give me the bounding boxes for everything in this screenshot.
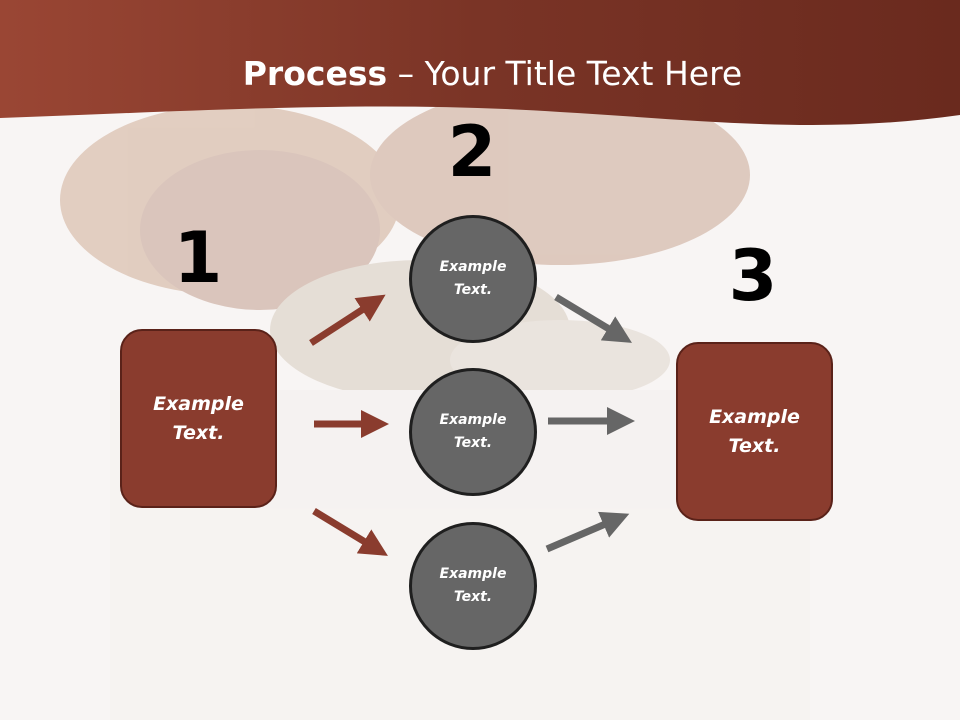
step-1-text: Example Text. [153, 392, 244, 444]
step-3-box: Example Text. [676, 342, 833, 521]
step-1-box: Example Text. [120, 329, 277, 508]
title-bold: Process [242, 54, 388, 93]
step-3-text: Example Text. [709, 405, 800, 457]
step-number-3: 3 [728, 235, 778, 317]
arrow-to-bottom-circle [312, 508, 388, 556]
slide-title: Process – Your Title Text Here [0, 52, 960, 96]
title-rest: – Your Title Text Here [387, 54, 743, 93]
circle-bottom-text: Example Text. [439, 566, 507, 605]
circle-middle-text: Example Text. [439, 412, 507, 451]
header-band [0, 0, 960, 125]
circle-middle: Example Text. [409, 368, 537, 496]
arrow-bottom-circle-to-step-3 [545, 511, 630, 553]
circle-top-text: Example Text. [439, 259, 507, 298]
arrow-to-top-circle [309, 294, 386, 346]
step-number-1: 1 [173, 217, 223, 299]
step-number-2: 2 [447, 111, 497, 193]
circle-top: Example Text. [409, 215, 537, 343]
circle-bottom: Example Text. [409, 522, 537, 650]
arrow-top-circle-to-step-3 [554, 294, 632, 343]
